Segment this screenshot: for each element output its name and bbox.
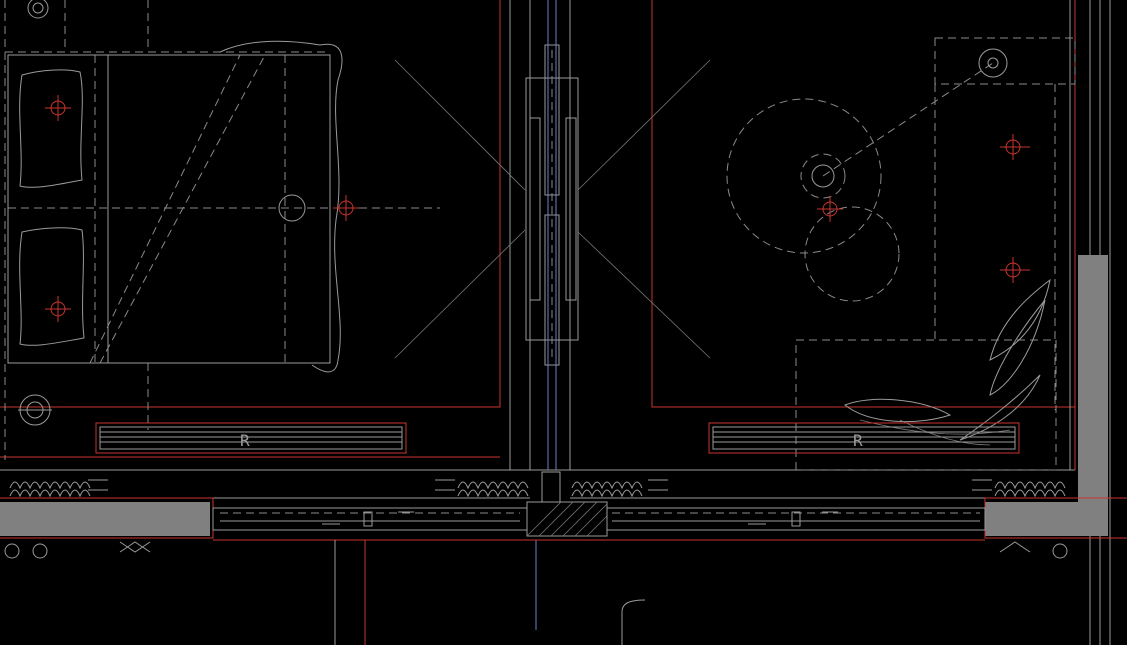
- radiator-right-tag: R: [853, 431, 863, 450]
- structural-column: [526, 501, 608, 537]
- round-stool: [804, 206, 900, 302]
- vent-grille: [9, 481, 91, 490]
- pillow-top: [19, 69, 83, 188]
- light-fixture-icon: [45, 95, 71, 121]
- ceiling-fixture-icon: [27, 0, 49, 19]
- desk-area: [795, 339, 1057, 471]
- plant-icon: [844, 278, 1051, 446]
- light-fixture-icon: [1000, 257, 1030, 283]
- window-left: [212, 507, 528, 531]
- pillow-bottom: [19, 227, 85, 346]
- radiator-left: R: [95, 422, 407, 454]
- radiator-right: R: [708, 422, 1020, 454]
- light-fixture-icon: [817, 196, 843, 222]
- floor-drain-icon: [18, 394, 52, 426]
- window-right: [606, 507, 986, 531]
- light-fixture-icon: [45, 296, 71, 322]
- radiator-left-tag: R: [240, 431, 250, 450]
- column-stub: [541, 471, 561, 503]
- right-room: R: [569, 0, 1111, 645]
- left-room-boundary: [0, 0, 501, 408]
- sliding-door-icon: [525, 0, 579, 630]
- left-room: R: [0, 0, 1075, 499]
- round-table: [726, 98, 882, 254]
- exterior-wall: [0, 255, 1127, 539]
- right-room-boundary: [651, 0, 1075, 408]
- light-fixture-icon: [1000, 134, 1030, 160]
- double-bed: [7, 40, 440, 430]
- light-fixture-icon: [333, 195, 359, 221]
- ceiling-fixture-icon: [978, 48, 1008, 78]
